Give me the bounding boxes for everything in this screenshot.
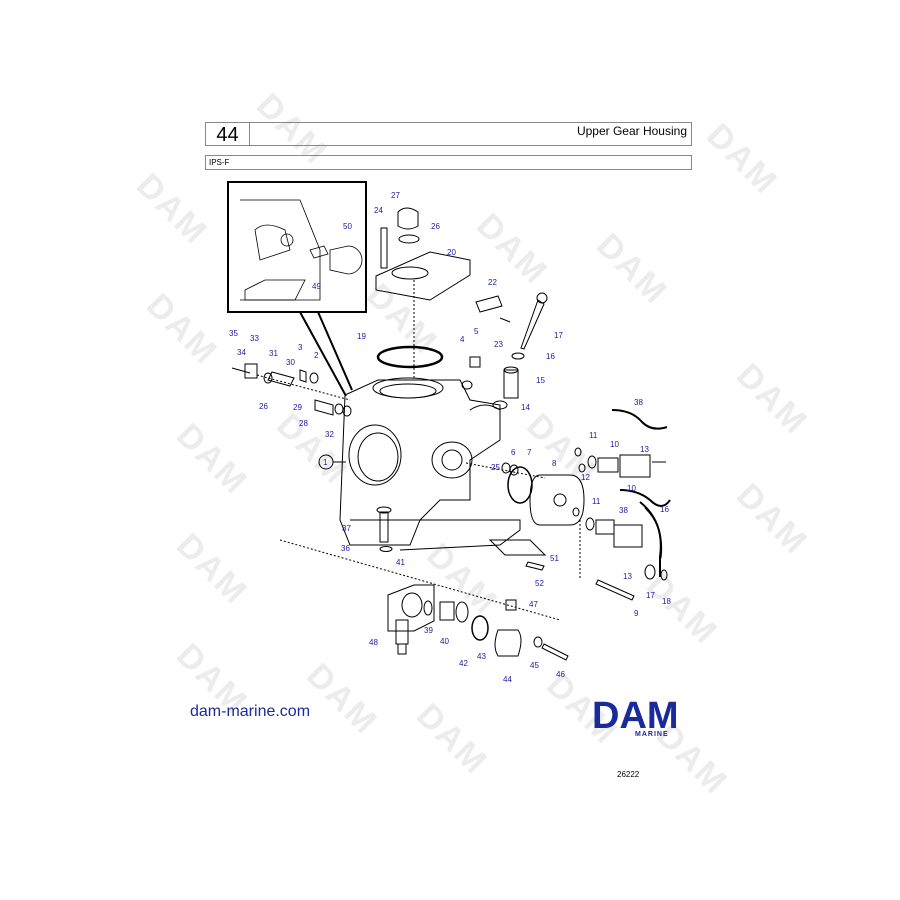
callout-label: 42: [459, 659, 468, 668]
callout-label: 12: [581, 473, 590, 482]
callout-label: 14: [521, 403, 530, 412]
callout-label: 32: [325, 430, 334, 439]
solenoid-lower: [585, 517, 643, 548]
callout-label: 29: [293, 403, 302, 412]
logo-subtitle: MARINE: [635, 731, 669, 738]
stud: [231, 367, 251, 374]
callout-label: 30: [286, 358, 295, 367]
callout-label: 43: [477, 652, 486, 661]
callout-label: 8: [552, 459, 557, 468]
callout-label: 45: [530, 661, 539, 670]
callout-label: 22: [488, 278, 497, 287]
callout-label: 27: [391, 191, 400, 200]
callout-label: 3: [298, 343, 303, 352]
detail-inset-frame: [227, 181, 367, 313]
callout-label: 15: [536, 376, 545, 385]
drawing-number: 26222: [617, 770, 640, 779]
callout-label: 19: [357, 332, 366, 341]
inset-housing-sketch: [240, 199, 363, 301]
page-title: Upper Gear Housing: [576, 124, 687, 138]
callout-label: 10: [610, 440, 619, 449]
callout-label: 20: [447, 248, 456, 257]
callout-label: 39: [424, 626, 433, 635]
callout-label: 18: [662, 597, 671, 606]
callout-label: 10: [627, 484, 636, 493]
dam-logo: DAM: [592, 696, 679, 737]
callout-label: 16: [660, 505, 669, 514]
callout-label: 11: [589, 431, 598, 440]
callout-label: 36: [341, 544, 350, 553]
oil-cap: [397, 207, 419, 230]
pump-body: [529, 474, 585, 526]
callout-label: 41: [396, 558, 405, 567]
gear-housing-body: [339, 377, 521, 551]
callout-label: 52: [535, 579, 544, 588]
callout-label: 26: [431, 222, 440, 231]
sensor: [395, 619, 409, 645]
section-number: 44: [206, 123, 250, 146]
callout-label: 4: [460, 335, 465, 344]
callout-label: 47: [529, 600, 538, 609]
callout-label: 1: [323, 458, 328, 467]
callout-label: 38: [634, 398, 643, 407]
callout-label: 35: [229, 329, 238, 338]
bracket: [488, 539, 547, 556]
page-header: 44 Upper Gear Housing: [205, 122, 692, 146]
logo-text: DAM: [592, 696, 679, 737]
callout-label: 13: [623, 572, 632, 581]
callout-label: 28: [299, 419, 308, 428]
callout-label: 2: [314, 351, 319, 360]
dipstick: [520, 299, 545, 350]
cover-plate: [375, 251, 471, 301]
solenoid-upper: [587, 454, 666, 478]
filter-cartridge: [503, 369, 519, 399]
o-ring: [376, 345, 444, 369]
callout-label: 48: [369, 638, 378, 647]
callout-label: 13: [640, 445, 649, 454]
bearing-housing: [387, 584, 435, 632]
model-label: IPS-F: [205, 155, 692, 170]
callout-label: 50: [343, 222, 352, 231]
callout-label: 49: [312, 282, 321, 291]
reference-circle-1: 1: [318, 454, 346, 470]
callout-label: 37: [342, 524, 351, 533]
callout-label: 5: [474, 327, 479, 336]
callout-label: 6: [511, 448, 516, 457]
callout-label: 17: [646, 591, 655, 600]
callout-label: 26: [259, 402, 268, 411]
callout-label: 17: [554, 331, 563, 340]
callout-label: 11: [592, 497, 601, 506]
callout-label: 23: [494, 340, 503, 349]
callout-label: 9: [634, 609, 639, 618]
callout-label: 33: [250, 334, 259, 343]
website-link[interactable]: dam-marine.com: [190, 703, 311, 720]
callout-label: 38: [619, 506, 628, 515]
valve-block: [494, 629, 522, 657]
callout-label: 25: [491, 463, 500, 472]
callout-label: 46: [556, 670, 565, 679]
callout-label: 16: [546, 352, 555, 361]
callout-label: 34: [237, 348, 246, 357]
callout-labels: 50 49 27 24 26 20 22 23 17 16 15 14 5 4 …: [229, 191, 671, 684]
callout-label: 31: [269, 349, 278, 358]
callout-label: 40: [440, 637, 449, 646]
callout-label: 51: [550, 554, 559, 563]
callout-label: 44: [503, 675, 512, 684]
callout-label: 24: [374, 206, 383, 215]
callout-label: 7: [527, 448, 532, 457]
